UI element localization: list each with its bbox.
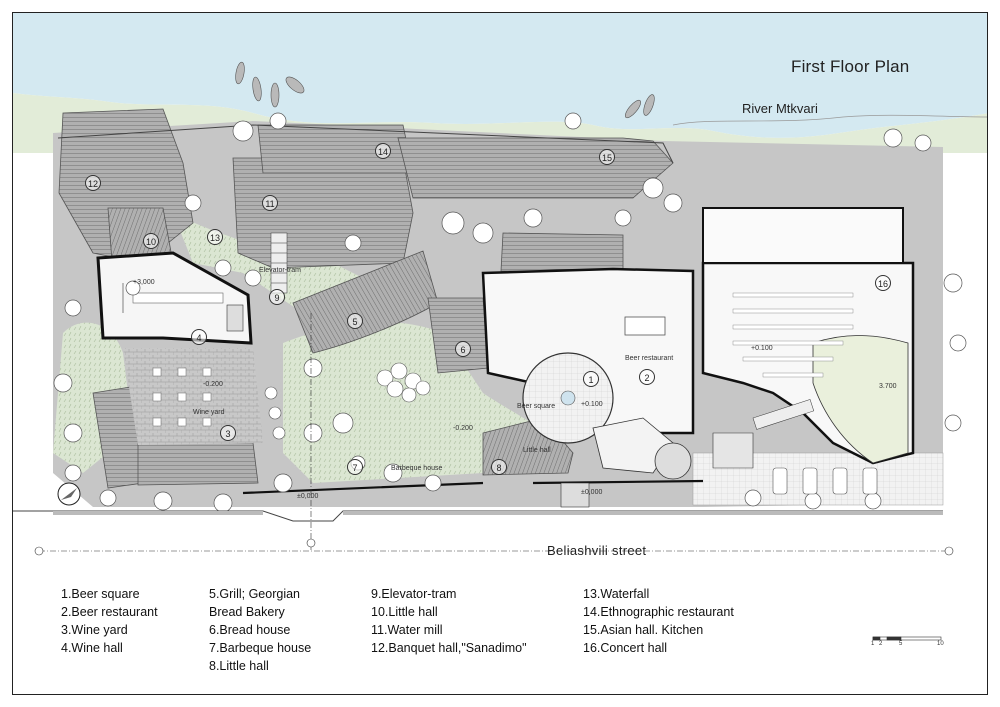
concert-hall-seating xyxy=(732,292,854,378)
scale-tick: 1 xyxy=(871,641,875,647)
north-arrow-icon xyxy=(57,482,81,506)
wine-yard-roofs-bottom xyxy=(137,442,259,486)
level-courtyard: -0.200 xyxy=(453,425,473,432)
legend-item: 16.Concert hall xyxy=(583,641,668,655)
legend-item: 6.Bread house xyxy=(209,623,291,637)
river-mtkvari xyxy=(13,13,987,138)
marker-4: 4 xyxy=(191,329,207,345)
level-entry-right: ±0,000 xyxy=(581,489,603,496)
legend-column-2: 5.Grill; Georgian Bread Bakery 6.Bread h… xyxy=(209,585,311,675)
level-wine-hall: +3,000 xyxy=(133,279,155,286)
elevator-tram-label: Elevator-tram xyxy=(259,267,302,274)
legend-item: 14.Ethnographic restaurant xyxy=(583,605,734,619)
wine-yard-tables xyxy=(152,367,212,427)
asian-hall-roof xyxy=(397,137,674,199)
legend-item: 11.Water mill xyxy=(371,623,443,637)
legend-column-1: 1.Beer square 2.Beer restaurant 3.Wine y… xyxy=(61,585,158,657)
level-beer-square: +0.100 xyxy=(581,401,603,408)
river-label: River Mtkvari xyxy=(742,101,818,116)
level-wine-yard: -0.200 xyxy=(203,381,223,388)
legend-item: 7.Barbeque house xyxy=(209,641,312,655)
street-label: Beliashvili street xyxy=(547,543,647,558)
bread-house-roof xyxy=(427,297,489,374)
legend-item: 4.Wine hall xyxy=(61,641,123,655)
level-concert-hall: +0.100 xyxy=(751,345,773,352)
entrance-gate xyxy=(560,482,590,508)
marker-10: 10 xyxy=(143,233,159,249)
legend-item: 2.Beer restaurant xyxy=(61,605,158,619)
wine-hall-tables xyxy=(122,283,224,313)
legend-item: 10.Little hall xyxy=(371,605,438,619)
scale-tick: 2 xyxy=(879,641,883,647)
legend-column-4: 13.Waterfall 14.Ethnographic restaurant … xyxy=(583,585,734,657)
legend-item: Bread Bakery xyxy=(209,605,285,619)
marker-7: 7 xyxy=(347,459,363,475)
scale-tick: 10 xyxy=(937,641,944,647)
legend-item: 3.Wine yard xyxy=(61,623,128,637)
river-wall xyxy=(57,124,674,164)
legend-item: 13.Waterfall xyxy=(583,587,650,601)
stairs xyxy=(270,232,815,430)
legend-item: 9.Elevator-tram xyxy=(371,587,457,601)
legend-item: 1.Beer square xyxy=(61,587,140,601)
beer-restaurant-label: Beer restaurant xyxy=(625,355,674,362)
wine-yard xyxy=(123,348,263,445)
floor-plan-sheet: First Floor Plan River Mtkvari Beliashvi… xyxy=(12,12,988,695)
marker-13: 13 xyxy=(207,229,223,245)
wine-yard-label: Wine yard xyxy=(193,409,225,416)
marker-11: 11 xyxy=(262,195,278,211)
scale-bar xyxy=(872,636,942,641)
trees xyxy=(53,112,967,513)
marker-2: 2 xyxy=(639,369,655,385)
marker-6: 6 xyxy=(455,341,471,357)
level-entry-left: ±0,000 xyxy=(297,493,319,500)
plan-title: First Floor Plan xyxy=(791,57,910,76)
floor-plan-drawing xyxy=(13,13,987,641)
level-concert-stage: 3.700 xyxy=(879,383,897,390)
concert-stage xyxy=(812,335,909,464)
legend-item: 8.Little hall xyxy=(209,659,269,673)
north-strip-roof xyxy=(500,232,624,274)
legend-item: 5.Grill; Georgian xyxy=(209,587,301,601)
marker-9: 9 xyxy=(269,289,285,305)
marker-1: 1 xyxy=(583,371,599,387)
concert-hall-foyer xyxy=(702,207,904,264)
scale-tick: 5 xyxy=(899,641,903,647)
boats xyxy=(235,61,655,119)
marker-12: 12 xyxy=(85,175,101,191)
beer-square-label: Beer square xyxy=(517,403,556,410)
legend-column-3: 9.Elevator-tram 10.Little hall 11.Water … xyxy=(371,585,527,657)
marker-16: 16 xyxy=(875,275,891,291)
marker-3: 3 xyxy=(220,425,236,441)
barbeque-house-label: Barbeque house xyxy=(391,465,443,472)
legend-item: 15.Asian hall. Kitchen xyxy=(583,623,704,637)
water-mill-roof xyxy=(232,157,414,269)
legend-item: 12.Banquet hall,"Sanadimo" xyxy=(371,641,527,655)
marker-15: 15 xyxy=(599,149,615,165)
little-hall-label: Little hall xyxy=(523,447,551,454)
marker-8: 8 xyxy=(491,459,507,475)
marker-5: 5 xyxy=(347,313,363,329)
marker-14: 14 xyxy=(375,143,391,159)
shrub-clusters xyxy=(264,362,431,440)
parked-cars xyxy=(772,467,878,495)
